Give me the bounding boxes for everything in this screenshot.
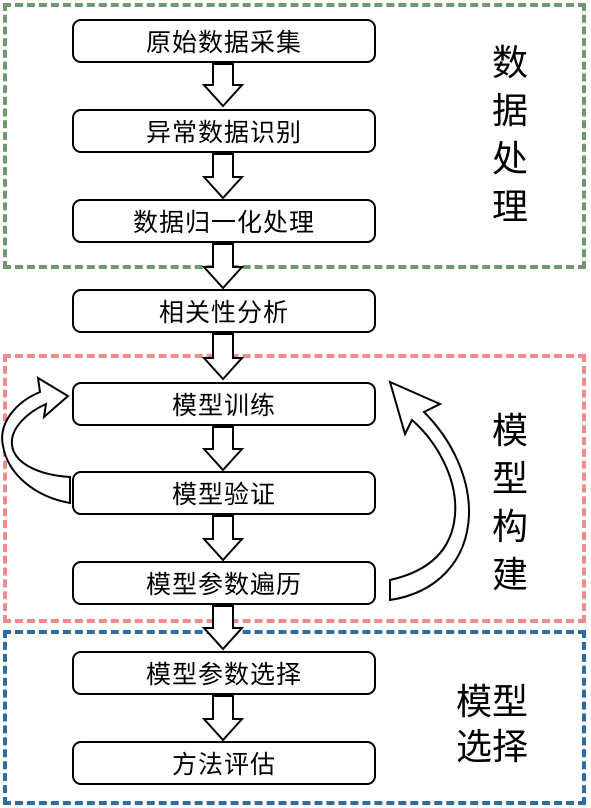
step-method-evaluation: 方法评估	[72, 741, 376, 785]
step-normalization: 数据归一化处理	[72, 199, 376, 243]
group-label-data-processing: 数据处理	[491, 43, 528, 228]
down-arrow	[201, 605, 245, 651]
step-anomaly-detection: 异常数据识别	[72, 109, 376, 153]
group-label-model-selection: 模型选择	[455, 682, 528, 768]
group-model-selection	[3, 630, 586, 805]
step-parameter-selection: 模型参数选择	[72, 651, 376, 695]
down-arrow	[201, 333, 245, 381]
down-arrow	[201, 153, 245, 200]
down-arrow	[201, 515, 245, 562]
down-arrow	[201, 63, 245, 108]
step-correlation-analysis: 相关性分析	[72, 289, 376, 333]
step-parameter-sweep: 模型参数遍历	[72, 561, 376, 605]
group-model-building	[3, 354, 586, 623]
group-data-processing	[3, 3, 586, 269]
step-model-validation: 模型验证	[72, 471, 376, 515]
down-arrow	[201, 695, 245, 742]
loop-arrow-left	[1, 376, 71, 505]
group-label-model-building: 模型构建	[491, 411, 528, 596]
down-arrow	[201, 426, 245, 472]
step-raw-data-collection: 原始数据采集	[72, 19, 376, 63]
loop-arrow-right	[388, 380, 471, 602]
down-arrow	[201, 243, 245, 290]
step-model-training: 模型训练	[72, 382, 376, 426]
